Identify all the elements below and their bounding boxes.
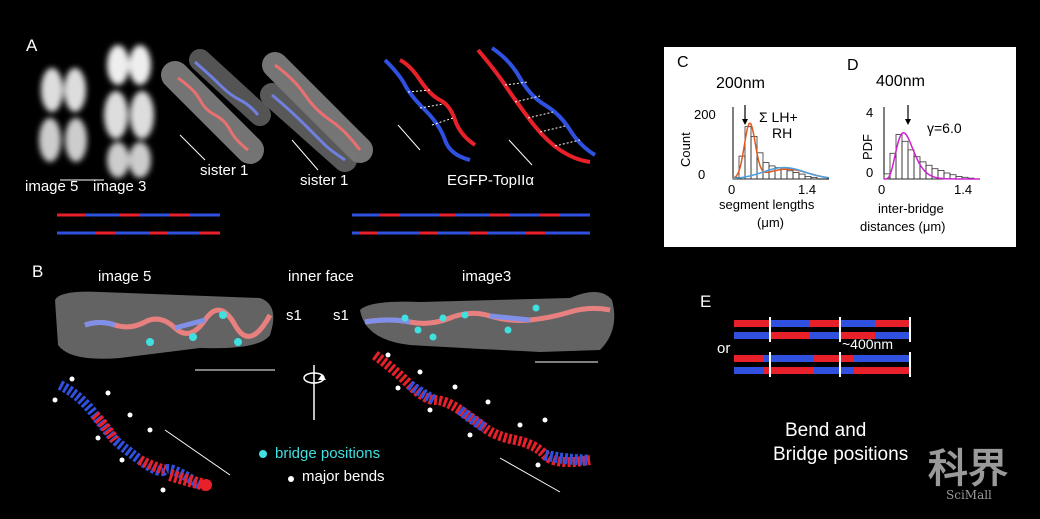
panel-d-ytick-4: 4 — [866, 105, 874, 120]
bead-chain-left — [57, 380, 231, 491]
legend-bend-marker — [288, 476, 294, 482]
panel-d-xlabel-unit: distances (μm) — [860, 219, 946, 234]
label-image3-b: image3 — [462, 268, 512, 285]
rotate-icon — [303, 365, 326, 420]
label-sister1-b: sister 1 — [300, 172, 349, 189]
legend-bends-label: major bends — [302, 468, 385, 485]
fit-curve-blue — [732, 166, 830, 180]
panel-c-sum-label-2: RH — [772, 125, 793, 141]
histogram-bar — [786, 170, 794, 180]
image3-micrograph — [104, 45, 154, 178]
panel-d-xtick-0: 0 — [878, 182, 886, 197]
bead-chain-right — [371, 351, 591, 493]
histogram-bar — [901, 140, 909, 180]
histogram-bar — [798, 173, 806, 180]
sister1-model-b — [260, 52, 373, 172]
panel-e-or-label: or — [717, 340, 731, 357]
panel-c-xlabel: segment lengths — [719, 197, 815, 212]
panel-b-graphics — [52, 291, 615, 493]
panel-e-bars — [734, 317, 911, 377]
panel-c-letter: C — [677, 54, 689, 71]
histogram-segment-lengths — [732, 105, 830, 180]
fit-curve-orange — [732, 122, 830, 179]
panel-c-ytick-200: 200 — [694, 107, 716, 122]
panel-d-ytick-0: 0 — [866, 165, 874, 180]
histogram-bar — [792, 172, 800, 180]
label-egfp-topiia: EGFP-TopIIα — [447, 172, 535, 189]
bridged-chains-b — [476, 46, 597, 166]
label-image5-a: image 5 — [25, 178, 79, 195]
panel-d-peak-label: 400nm — [876, 73, 925, 90]
histogram-bar — [907, 149, 915, 180]
legend-bridge-marker — [259, 450, 267, 458]
panels-cd-box: C 200nm Σ LH+ RH Count 200 0 0 1.4 segme… — [664, 47, 1016, 247]
bend-markers-right — [385, 352, 548, 468]
legend-bridge-label: bridge positions — [275, 445, 381, 462]
panel-d-letter: D — [847, 57, 859, 74]
panel-c-xlabel-unit: (μm) — [757, 215, 784, 230]
panel-d-gamma-label: γ=6.0 — [927, 120, 962, 136]
panel-e-letter: E — [700, 292, 712, 311]
histogram-bar — [780, 168, 788, 180]
label-sister1-a: sister 1 — [200, 162, 249, 179]
peak-arrowhead — [905, 119, 911, 125]
histogram-bar — [804, 175, 812, 180]
peak-arrowhead — [742, 119, 748, 125]
panel-d-ylabel: PDF — [860, 134, 875, 160]
histogram-bar — [810, 176, 818, 180]
panel-e-caption-2: Bridge positions — [773, 444, 909, 465]
watermark-text: SciMall — [946, 488, 992, 502]
panel-c-xtick-1-4: 1.4 — [798, 182, 817, 197]
panel-e-caption-1: Bend and — [785, 420, 867, 441]
label-inner-face: inner face — [288, 268, 354, 285]
panel-b-letter: B — [32, 262, 44, 281]
bridged-chains-a — [383, 58, 477, 162]
panel-c-ytick-0: 0 — [698, 167, 706, 182]
segment-bars-right — [352, 213, 590, 235]
panel-c-ylabel: Count — [678, 132, 693, 167]
label-image5-b: image 5 — [98, 268, 152, 285]
panel-d-xtick-1-4: 1.4 — [954, 182, 973, 197]
panel-e-distance-label: ~400nm — [842, 336, 893, 352]
panel-a-graphics — [39, 45, 597, 235]
panel-c-xtick-0: 0 — [728, 182, 736, 197]
segment-bars-left — [57, 213, 220, 235]
image5-micrograph — [39, 68, 87, 162]
watermark-logo: 科界 — [928, 445, 1008, 492]
panel-a-letter: A — [26, 36, 38, 55]
panel-c-peak-label: 200nm — [716, 75, 765, 92]
panel-d-xlabel: inter-bridge — [878, 201, 944, 216]
gamma-fit-curve — [884, 131, 980, 180]
label-image3-a: image 3 — [93, 178, 147, 195]
label-s1-right: s1 — [333, 307, 349, 324]
label-s1-left: s1 — [286, 307, 302, 324]
sister1-model-a — [161, 49, 271, 164]
histogram-inter-bridge — [883, 105, 980, 180]
histogram-bar — [750, 136, 758, 180]
panel-c-sum-label: Σ LH+ — [759, 109, 798, 125]
bend-markers-left — [52, 376, 166, 493]
